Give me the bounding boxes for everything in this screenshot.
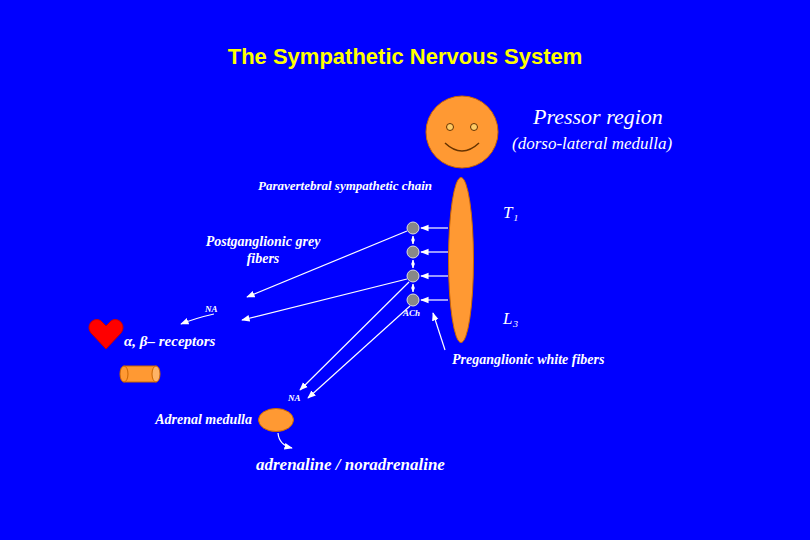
fiber-label: Preganglionic white fibers: [452, 352, 604, 369]
spinal-cord: T₁L₃: [448, 177, 474, 343]
transmitter-label: ACh: [403, 308, 420, 319]
ganglia: [407, 222, 419, 306]
transmitter-label: NA: [288, 393, 301, 404]
adrenal-gland-shape: [258, 408, 294, 432]
transmitter-label: NA: [205, 304, 218, 315]
region-heading: Pressor region: [533, 104, 663, 130]
brain-head: Pressor region(dorso-lateral medulla): [425, 95, 499, 169]
chain-label: Paravertebral sympathetic chain: [252, 178, 432, 194]
title: The Sympathetic Nervous System: [0, 44, 810, 70]
fiber-label: Postganglionic grey fibers: [188, 234, 338, 268]
brain-head-shape: [425, 95, 499, 169]
segment-label: L₃: [503, 309, 518, 329]
heart-shape: [88, 318, 124, 350]
adrenal-gland: Adrenal medulla: [258, 408, 294, 432]
segment-label: T₁: [503, 203, 518, 223]
blood-vessel: [120, 366, 160, 382]
hormone-label: adrenaline / noradrenaline: [256, 455, 445, 475]
organ-label: Adrenal medulla: [96, 412, 252, 429]
spinal-cord-shape: [448, 177, 474, 343]
receptor-label: α, β– receptors: [124, 332, 215, 350]
heart: α, β– receptors: [88, 318, 124, 350]
region-subheading: (dorso-lateral medulla): [512, 134, 672, 154]
